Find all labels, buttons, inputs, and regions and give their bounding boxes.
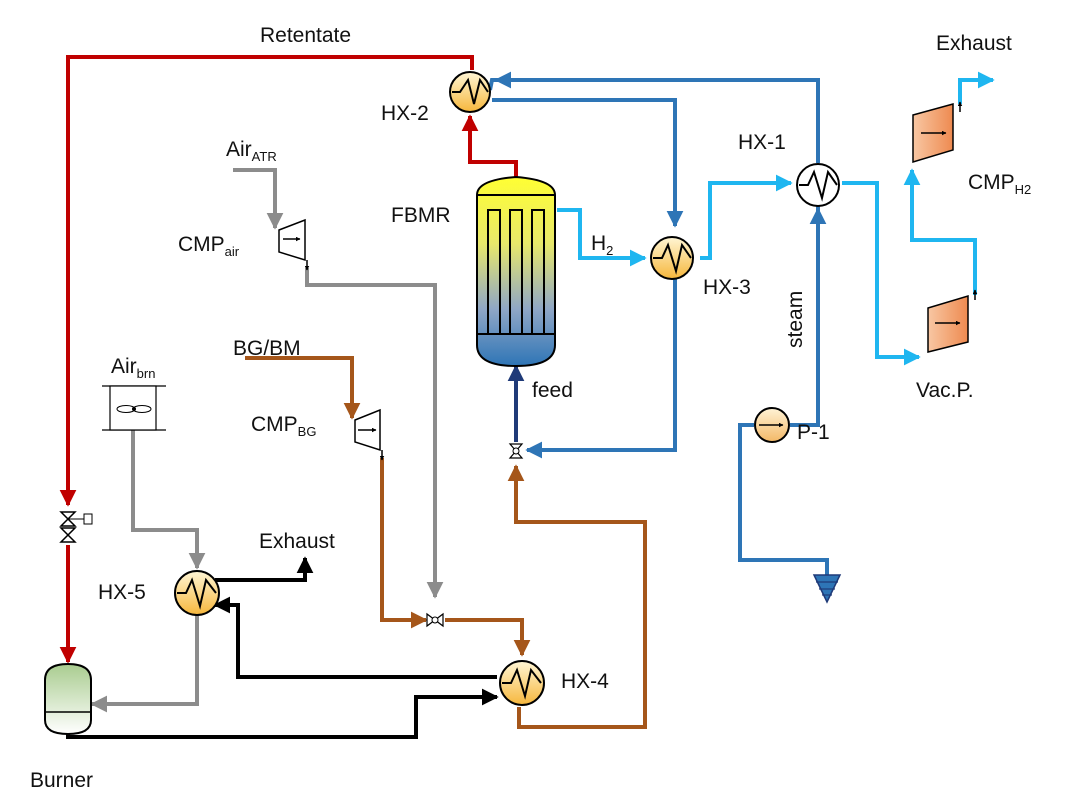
bg-hx4-to-feed-valve	[507, 464, 647, 729]
label-bg-bm: BG/BM	[233, 337, 301, 360]
label-fbmr: FBMR	[391, 204, 451, 227]
label-vac-p: Vac.P.	[916, 379, 974, 402]
burner-icon	[44, 662, 92, 736]
pump-p1-icon	[754, 407, 790, 443]
flow-direction-ticks	[304, 101, 978, 461]
label-air-brn: Airbrn	[111, 355, 155, 381]
hx-5-icon	[174, 570, 220, 616]
label-exhaust-top: Exhaust	[936, 32, 1012, 55]
flue-hx5-to-exhaust	[215, 556, 314, 582]
air-cmp-to-mix	[305, 268, 444, 599]
steam-hx2-to-hx3	[492, 98, 684, 228]
retentate-valve-icon	[59, 511, 93, 543]
vacuum-pump-icon	[927, 294, 969, 353]
label-retentate: Retentate	[260, 24, 351, 47]
water-p1-to-hx1	[790, 207, 827, 427]
water-source-icon	[812, 574, 842, 604]
hx-2-icon	[449, 71, 491, 113]
label-cmp-air: CMPair	[178, 233, 240, 259]
air-brn-fan-icon	[102, 385, 166, 431]
air-bg-mixing-valve-icon	[426, 612, 444, 628]
label-air-atr: AirATR	[226, 138, 277, 164]
label-burner: Burner	[30, 769, 93, 792]
bg-to-cmp	[245, 356, 361, 420]
label-feed: feed	[532, 379, 573, 402]
label-p1: P-1	[797, 421, 830, 444]
water-source-to-p1	[738, 423, 829, 575]
fbmr-reactor-icon	[476, 175, 556, 368]
flue-burner-to-hx4	[66, 688, 499, 739]
label-hx2: HX-2	[381, 102, 429, 125]
label-hx5: HX-5	[98, 581, 146, 604]
bg-cmp-to-mix	[380, 458, 428, 629]
h2-reactor-to-hx3	[557, 208, 647, 267]
air-atr-to-cmp	[233, 168, 284, 230]
hx-1-icon	[796, 163, 840, 207]
label-cmp-h2: CMPH2	[968, 171, 1031, 197]
h2-cmp-to-exhaust	[958, 71, 995, 104]
bg-mix-to-hx4	[445, 618, 531, 657]
cmp-air-compressor-icon	[278, 218, 306, 262]
air-hx5-to-burner	[90, 615, 199, 713]
steam-line-top	[494, 71, 820, 163]
air-brn-to-hx5	[131, 430, 206, 570]
cmp-bg-compressor-icon	[354, 408, 381, 452]
feed-mixing-valve-icon	[508, 443, 524, 459]
hx-4-icon	[499, 660, 545, 706]
label-h2: H2	[591, 232, 613, 258]
reactor-to-hx2	[461, 114, 518, 177]
h2-hx1-to-vacp	[842, 181, 921, 366]
label-hx3: HX-3	[703, 276, 751, 299]
cmp-h2-compressor-icon	[912, 103, 954, 164]
steam-hx3-to-mix-valve	[525, 275, 677, 459]
label-hx4: HX-4	[561, 670, 609, 693]
flue-hx4-to-hx5	[213, 596, 497, 679]
label-exhaust-bottom: Exhaust	[259, 530, 335, 553]
label-steam: steam	[784, 291, 807, 348]
h2-hx3-to-hx1	[700, 174, 793, 260]
h2-vacp-to-cmp	[903, 168, 977, 295]
label-cmp-bg: CMPBG	[251, 413, 316, 439]
hx-3-icon	[650, 236, 694, 280]
label-hx1: HX-1	[738, 131, 786, 154]
